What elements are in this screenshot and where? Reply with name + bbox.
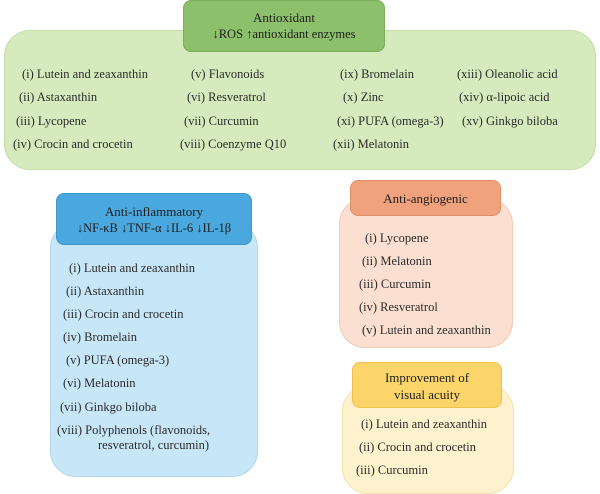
antioxidant-title: Antioxidant	[252, 10, 316, 25]
visual-acuity-title-line1: Improvement of	[384, 370, 470, 385]
antioxidant-item: (vii) Curcumin	[184, 114, 259, 128]
antioxidant-item: (vi) Resveratrol	[187, 90, 266, 104]
antioxidant-header: Antioxidant ↓ROS ↑antioxidant enzymes	[183, 0, 385, 52]
visual-acuity-item: (iii) Curcumin	[356, 463, 428, 477]
anti-angiogenic-item: (v) Lutein and zeaxanthin	[362, 323, 491, 337]
anti-angiogenic-item: (iii) Curcumin	[359, 277, 431, 291]
antioxidant-item: (v) Flavonoids	[191, 67, 265, 81]
visual-acuity-item: (ii) Crocin and crocetin	[359, 440, 476, 454]
anti-inflammatory-item: (vii) Ginkgo biloba	[60, 400, 157, 414]
anti-inflammatory-item: resveratrol, curcumin)	[98, 438, 210, 452]
anti-inflammatory-item: (v) PUFA (omega-3)	[66, 353, 170, 367]
visual-acuity-title-line2: visual acuity	[393, 387, 461, 402]
anti-inflammatory-item: (ii) Astaxanthin	[66, 284, 145, 298]
visual-acuity-header: Improvement of visual acuity	[352, 362, 502, 408]
antioxidant-item: (iv) Crocin and crocetin	[13, 137, 133, 151]
antioxidant-item: (x) Zinc	[343, 90, 384, 104]
antioxidant-item: (ii) Astaxanthin	[19, 90, 98, 104]
anti-inflammatory-item: (i) Lutein and zeaxanthin	[69, 261, 195, 275]
antioxidant-item: (iii) Lycopene	[16, 114, 87, 128]
antioxidant-item: (ix) Bromelain	[340, 67, 414, 81]
anti-inflammatory-item: (vi) Melatonin	[63, 376, 136, 390]
anti-angiogenic-panel: (i) Lycopene (ii) Melatonin (iii) Curcum…	[339, 198, 513, 348]
anti-angiogenic-item: (ii) Melatonin	[362, 254, 432, 268]
anti-inflammatory-item: (viii) Polyphenols (flavonoids,	[57, 423, 211, 437]
visual-acuity-item: (i) Lutein and zeaxanthin	[361, 417, 487, 431]
antioxidant-item: (xiv) α-lipoic acid	[459, 90, 550, 104]
antioxidant-item: (xv) Ginkgo biloba	[462, 114, 558, 128]
anti-angiogenic-title: Anti-angiogenic	[383, 191, 468, 206]
anti-inflammatory-panel: (i) Lutein and zeaxanthin (ii) Astaxanth…	[50, 222, 258, 477]
anti-angiogenic-item: (i) Lycopene	[365, 231, 429, 245]
antioxidant-item: (i) Lutein and zeaxanthin	[22, 67, 148, 81]
anti-inflammatory-item: (iii) Crocin and crocetin	[63, 307, 184, 321]
antioxidant-item: (xiii) Oleanolic acid	[457, 67, 558, 81]
antioxidant-subtitle: ↓ROS ↑antioxidant enzymes	[212, 27, 356, 41]
anti-inflammatory-header: Anti-inflammatory ↓NF-κB ↓TNF-α ↓IL-6 ↓I…	[56, 193, 252, 245]
antioxidant-item: (xii) Melatonin	[333, 137, 410, 151]
anti-angiogenic-header: Anti-angiogenic	[350, 180, 501, 216]
anti-angiogenic-item: (iv) Resveratrol	[359, 300, 438, 314]
antioxidant-panel: (i) Lutein and zeaxanthin (ii) Astaxanth…	[4, 30, 596, 170]
antioxidant-item: (xi) PUFA (omega-3)	[337, 114, 444, 128]
anti-inflammatory-item: (iv) Bromelain	[63, 330, 137, 344]
antioxidant-item: (viii) Coenzyme Q10	[180, 137, 287, 151]
anti-inflammatory-subtitle: ↓NF-κB ↓TNF-α ↓IL-6 ↓IL-1β	[76, 221, 232, 235]
anti-inflammatory-title: Anti-inflammatory	[104, 204, 204, 219]
